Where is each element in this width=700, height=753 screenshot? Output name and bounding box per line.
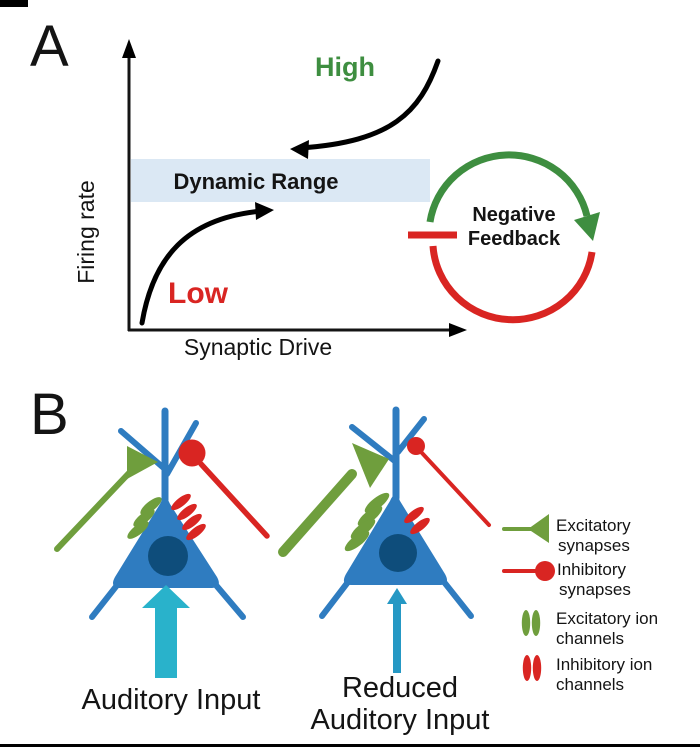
low-curve-arrow xyxy=(139,202,274,326)
legend-inhibitory-synapses-line1: Inhibitory xyxy=(557,560,626,579)
dynamic-range-band xyxy=(131,159,430,202)
legend-inhibitory-ion-channels-line2: channels xyxy=(556,675,624,694)
inhibitory-synapse-icon xyxy=(178,439,270,539)
synaptic-drive-axis-label: Synaptic Drive xyxy=(184,334,332,360)
negative-feedback-label-line2: Feedback xyxy=(468,228,561,250)
auditory-input-arrow xyxy=(142,585,190,678)
x-axis xyxy=(128,323,467,337)
feedback-red-arc xyxy=(429,245,596,324)
legend-inhibitory-ion-channels-line1: Inhibitory ion xyxy=(556,655,652,674)
feedback-green-arc xyxy=(426,151,591,223)
legend-excitatory-synapses-line2: synapses xyxy=(558,536,630,555)
y-axis-arrowhead xyxy=(122,39,136,58)
dendrite-branch-right xyxy=(395,416,427,455)
right-neuron: Reduced Auditory Input xyxy=(278,406,491,736)
excitatory-ion-channels xyxy=(127,497,162,539)
panel-a-label: A xyxy=(30,14,69,79)
excitatory-ion-channels xyxy=(344,492,390,552)
low-curve-arrowhead xyxy=(255,202,274,220)
neuron-nucleus xyxy=(379,534,417,572)
left-neuron: Auditory Input xyxy=(54,407,270,716)
legend-inhibitory-synapses-line2: synapses xyxy=(559,580,631,599)
bottom-rule xyxy=(0,744,700,747)
corner-mark xyxy=(0,0,28,7)
high-curve-arrowhead xyxy=(290,140,309,159)
excitatory-synapse-icon xyxy=(278,443,389,557)
reduced-auditory-input-label-line2: Auditory Input xyxy=(311,704,490,736)
panel-a: A Dynamic Range Firing rate Synaptic Dri… xyxy=(30,14,600,360)
negative-feedback-label-line1: Negative xyxy=(472,204,555,226)
legend-inhibitory-ion-channels-icon xyxy=(522,655,542,681)
auditory-input-label: Auditory Input xyxy=(82,684,261,716)
basal-dendrite-left xyxy=(319,579,351,619)
legend-inhibitory-synapse-icon xyxy=(502,561,555,581)
x-axis-arrowhead xyxy=(449,323,467,337)
legend-excitatory-ion-channels-icon xyxy=(521,610,541,636)
dynamic-range-label: Dynamic Range xyxy=(173,169,338,194)
legend-excitatory-ion-channels-line2: channels xyxy=(556,629,624,648)
inhibitory-synapse-icon xyxy=(407,437,491,527)
feedback-green-arrowhead xyxy=(574,212,600,241)
y-axis xyxy=(122,39,136,331)
panel-b: B xyxy=(30,382,658,736)
high-curve-arrow xyxy=(290,58,441,159)
basal-dendrite-right xyxy=(441,579,474,619)
legend-excitatory-synapses-line1: Excitatory xyxy=(556,516,631,535)
basal-dendrite-right xyxy=(212,581,246,620)
legend: Excitatory synapses Inhibitory synapses … xyxy=(502,514,658,694)
firing-rate-axis-label: Firing rate xyxy=(73,180,99,284)
negative-feedback-loop: Negative Feedback xyxy=(408,151,600,324)
low-label: Low xyxy=(168,277,229,310)
panel-b-label: B xyxy=(30,382,69,447)
dendrite-branch-left xyxy=(118,428,169,473)
excitatory-synapse-icon xyxy=(54,446,158,552)
basal-dendrite-left xyxy=(89,581,121,620)
high-label: High xyxy=(315,52,375,82)
inhibitory-ion-channels xyxy=(171,493,206,541)
dendrite-branch-left xyxy=(349,424,399,465)
neuron-nucleus xyxy=(148,536,188,576)
legend-excitatory-ion-channels-line1: Excitatory ion xyxy=(556,609,658,628)
reduced-auditory-input-label-line1: Reduced xyxy=(342,672,458,704)
legend-excitatory-synapse-icon xyxy=(502,514,549,543)
reduced-auditory-input-arrow xyxy=(387,588,407,673)
inhibitory-ion-channels xyxy=(404,506,430,535)
